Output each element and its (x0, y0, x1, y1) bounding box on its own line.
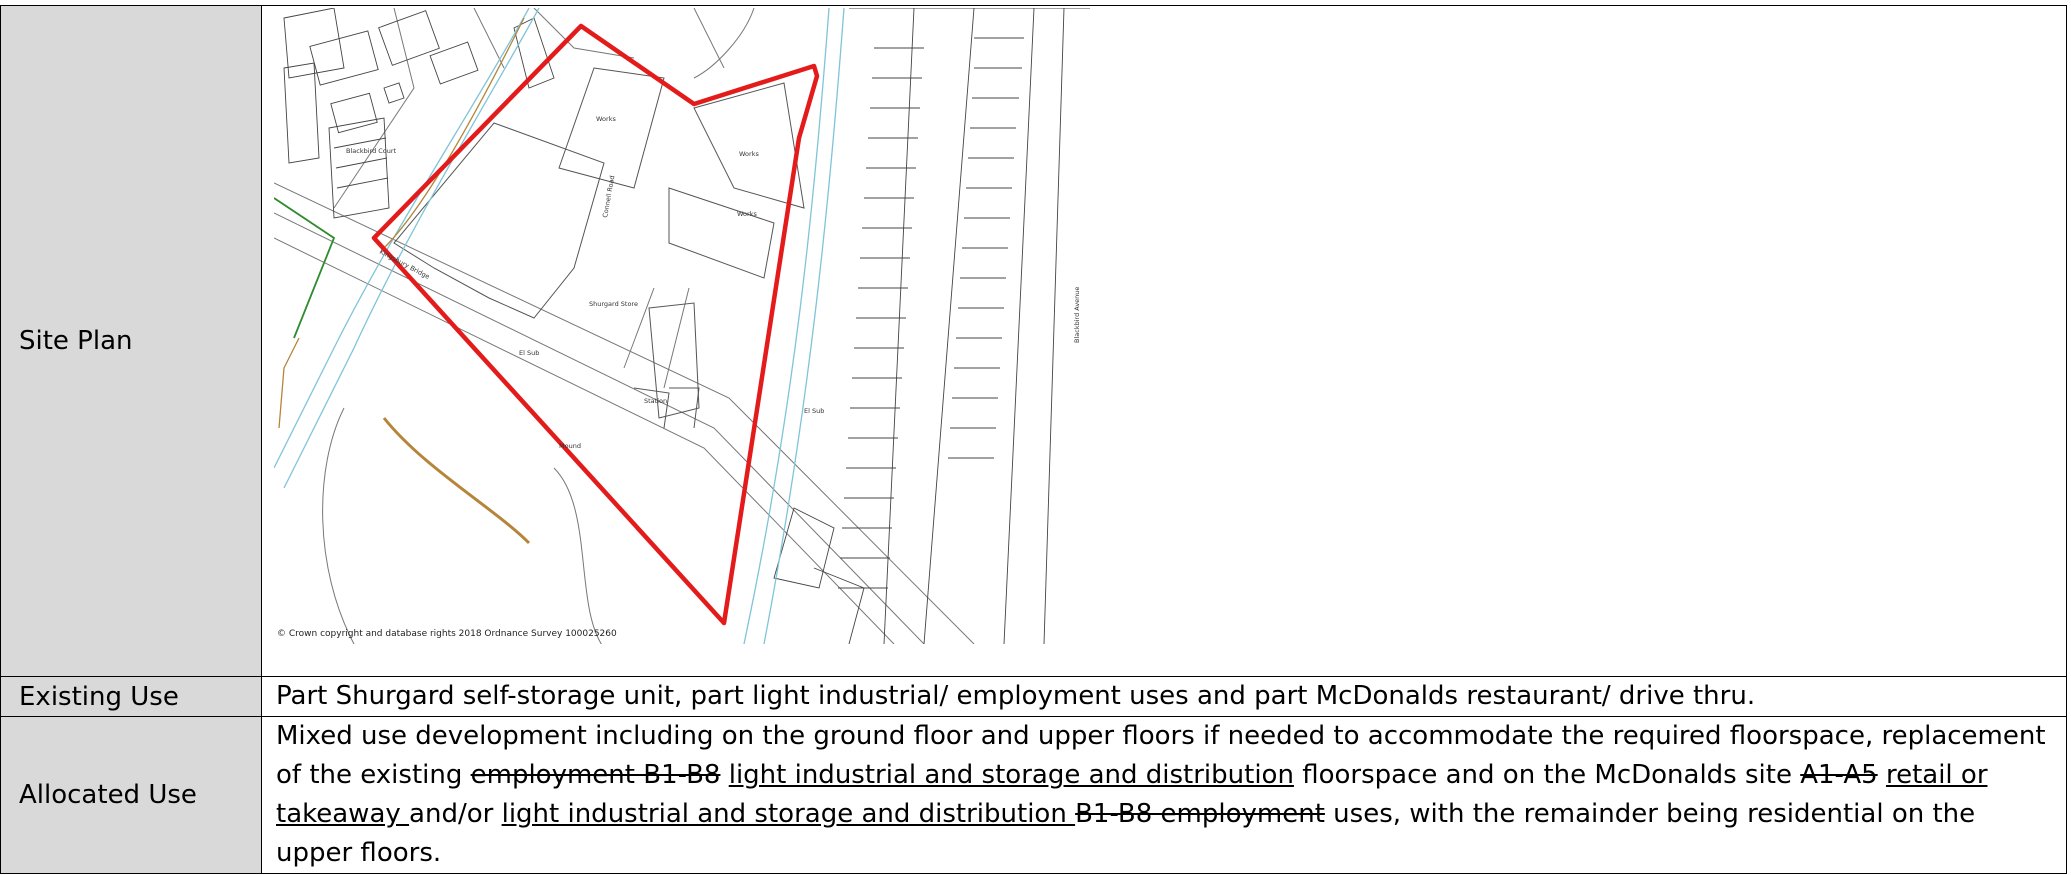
map-copyright: © Crown copyright and database rights 20… (277, 629, 617, 639)
map-label-mound: Mound (559, 442, 581, 450)
allocated-text-3: floorspace and on the McDonalds site (1293, 760, 1801, 790)
deleted-text-2: A1-A5 (1800, 760, 1878, 790)
map-label-works-2: Works (739, 150, 759, 158)
existing-use-label: Existing Use (0, 676, 262, 717)
allocated-text-4 (1878, 760, 1886, 790)
inserted-text-3: light industrial and storage and distrib… (501, 799, 1076, 829)
map-label-works-3: Works (737, 210, 757, 218)
inserted-text-2: retail or takeaway (276, 760, 1988, 829)
allocated-text-5: and/or (409, 799, 502, 829)
site-plan-cell: Works Works Works Blackbird Court Kingsb… (261, 5, 2067, 677)
site-allocation-table: Site Plan (0, 5, 2067, 874)
deleted-text-3: B1-B8 employment (1075, 799, 1325, 829)
map-label-store: Shurgard Store (589, 300, 638, 308)
map-label-el-sub-2: El Sub (804, 407, 824, 415)
allocated-use-row: Allocated Use Mixed use development incl… (0, 716, 2067, 874)
deleted-text-1: employment B1-B8 (470, 760, 721, 790)
site-plan-row: Site Plan (0, 5, 2067, 677)
site-plan-label: Site Plan (0, 5, 262, 677)
existing-use-text: Part Shurgard self-storage unit, part li… (261, 676, 2067, 717)
site-plan-map: Works Works Works Blackbird Court Kingsb… (274, 8, 1090, 644)
map-label-court: Blackbird Court (346, 147, 397, 155)
allocated-text-2 (720, 760, 728, 790)
allocated-use-label: Allocated Use (0, 716, 262, 874)
allocated-use-text: Mixed use development including on the g… (261, 716, 2067, 874)
map-label-works-1: Works (596, 115, 616, 123)
inserted-text-1: light industrial and storage and distrib… (728, 760, 1294, 790)
map-label-el-sub: El Sub (519, 349, 539, 357)
allocated-text-1: Mixed use development including on the g… (276, 721, 2046, 790)
map-label-station: Station (644, 397, 667, 405)
map-label-right-road: Blackbird Avenue (1073, 287, 1081, 343)
existing-use-row: Existing Use Part Shurgard self-storage … (0, 676, 2067, 717)
allocated-text-6: uses, with the remainder being residenti… (276, 799, 1976, 868)
